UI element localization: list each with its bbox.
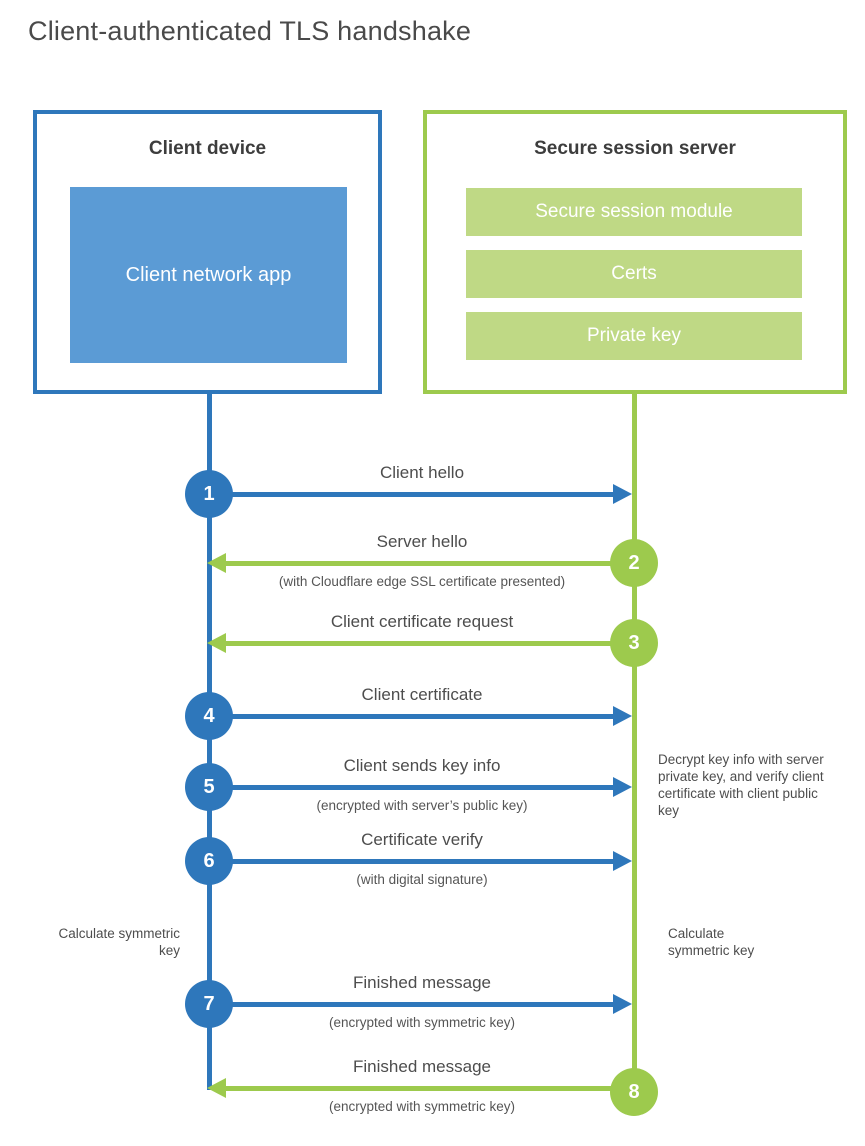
arrow-right-icon	[613, 484, 632, 504]
server-lifeline	[632, 392, 637, 1093]
server-module-private-key: Private key	[466, 312, 802, 360]
step-label: Client sends key info	[343, 756, 501, 775]
step-label: Finished message	[353, 1057, 491, 1076]
step-subtitle: (with digital signature)	[356, 872, 488, 887]
step-number-badge: 2	[610, 539, 658, 587]
step-label: Finished message	[353, 973, 491, 992]
step-subtitle: (encrypted with symmetric key)	[328, 1015, 516, 1030]
arrow-line	[209, 785, 615, 790]
arrow-line	[209, 714, 615, 719]
arrow-left-icon	[207, 633, 226, 653]
arrow-line	[209, 1002, 615, 1007]
arrow-line	[225, 561, 634, 566]
step-label: Client certificate request	[330, 612, 514, 631]
note-decrypt-key-info: Decrypt key info with server private key…	[658, 752, 824, 818]
page-title: Client-authenticated TLS handshake	[28, 16, 472, 46]
arrow-right-icon	[613, 706, 632, 726]
arrow-line	[225, 1086, 634, 1091]
arrow-left-icon	[207, 553, 226, 573]
arrow-left-icon	[207, 1078, 226, 1098]
client-network-app-box: Client network app	[70, 187, 347, 363]
step-number-badge: 1	[185, 470, 233, 518]
step-label: Server hello	[376, 532, 468, 551]
step-number-badge: 4	[185, 692, 233, 740]
note-calculate-symmetric-key-server: Calculate symmetric key	[668, 926, 755, 958]
step-number-badge: 5	[185, 763, 233, 811]
arrow-right-icon	[613, 777, 632, 797]
arrow-line	[209, 859, 615, 864]
step-subtitle: (encrypted with server’s public key)	[316, 798, 528, 813]
step-number-badge: 3	[610, 619, 658, 667]
step-label: Client certificate	[361, 685, 483, 704]
step-subtitle: (encrypted with symmetric key)	[328, 1099, 516, 1114]
arrow-line	[209, 492, 615, 497]
client-device-box: Client device Client network app	[33, 110, 382, 394]
client-device-heading: Client device	[148, 138, 267, 159]
arrow-line	[225, 641, 634, 646]
secure-session-server-heading: Secure session server	[534, 138, 736, 159]
client-network-app-label: Client network app	[125, 263, 292, 286]
server-module-certs: Certs	[466, 250, 802, 298]
arrow-right-icon	[613, 851, 632, 871]
secure-session-server-box: Secure session server Secure session mod…	[423, 110, 847, 394]
server-module-secure-session: Secure session module	[466, 188, 802, 236]
step-number-badge: 8	[610, 1068, 658, 1116]
note-calculate-symmetric-key-client: Calculate symmetric key	[58, 926, 180, 958]
arrow-right-icon	[613, 994, 632, 1014]
step-label: Certificate verify	[361, 830, 483, 849]
client-lifeline	[207, 392, 212, 1090]
step-subtitle: (with Cloudflare edge SSL certificate pr…	[278, 574, 566, 589]
step-number-badge: 6	[185, 837, 233, 885]
step-number-badge: 7	[185, 980, 233, 1028]
step-label: Client hello	[379, 463, 465, 482]
